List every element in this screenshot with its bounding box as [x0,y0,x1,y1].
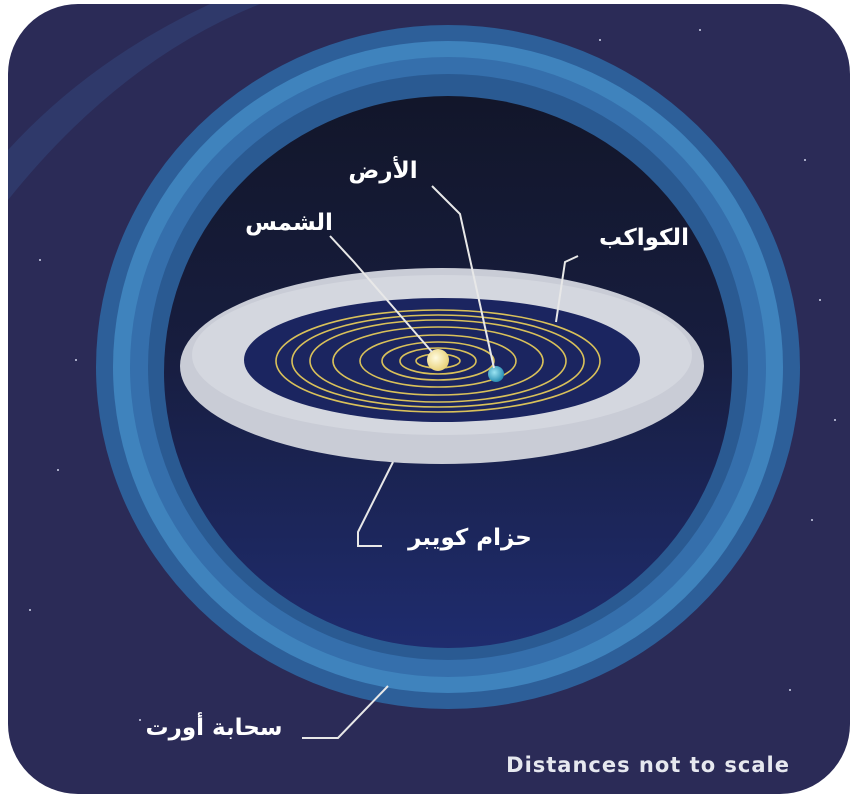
sun-leader-line [329,235,433,353]
planets-label: الكواكب [599,225,689,251]
kuiper-belt-label: حزام كويبر [407,525,532,551]
earth-leader-line [431,185,495,369]
scale-note: Distances not to scale [506,753,790,777]
oort-cloud-leader-line [302,685,389,739]
kuiper-belt-leader-line [357,461,394,547]
sun-label: الشمس [245,210,333,236]
nebula-streak [8,4,260,200]
planets-leader-line [555,255,579,323]
oort-cloud-label: سحابة أورت [146,711,283,741]
earth [488,366,504,382]
sun [427,349,449,371]
earth-label: الأرض [348,155,417,184]
